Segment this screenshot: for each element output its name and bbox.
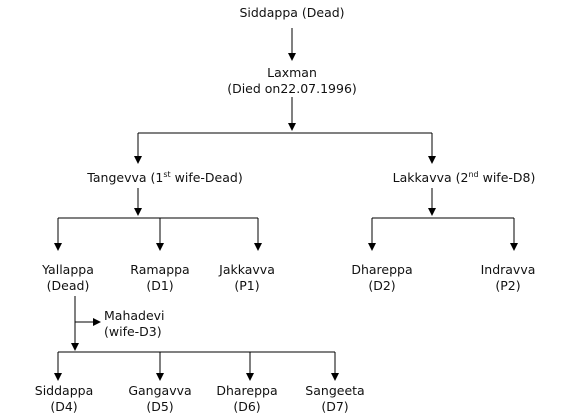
node-yallappa-note: (Dead) <box>46 278 90 293</box>
node-indravva-name: Indravva <box>480 262 536 277</box>
node-lakkavva-pre: Lakkavva (2 <box>392 170 469 185</box>
node-sangeeta: Sangeeta (D7) <box>305 383 364 415</box>
node-lakkavva: Lakkavva (2nd wife-D8) <box>393 170 536 186</box>
node-tangevva-pre: Tangevva (1 <box>87 170 164 185</box>
node-laxman: Laxman (Died on22.07.1996) <box>227 65 357 97</box>
node-tangevva-sup: st <box>163 169 171 179</box>
node-jakkavva: Jakkavva (P1) <box>219 262 275 294</box>
node-dhareppa-d6-name: Dhareppa <box>216 383 278 398</box>
node-dhareppa-d6-note: (D6) <box>233 399 261 414</box>
node-gangavva-name: Gangavva <box>128 383 192 398</box>
node-gangavva-note: (D5) <box>146 399 174 414</box>
node-mahadevi-name: Mahadevi <box>104 308 165 323</box>
node-dhareppa-d2: Dhareppa (D2) <box>351 262 412 294</box>
node-tangevva: Tangevva (1st wife-Dead) <box>87 170 242 186</box>
node-root: Siddappa (Dead) <box>239 5 344 21</box>
node-siddappa-d4-name: Siddappa <box>34 383 94 398</box>
node-ramappa: Ramappa (D1) <box>130 262 189 294</box>
node-dhareppa-d6: Dhareppa (D6) <box>216 383 277 415</box>
node-ramappa-name: Ramappa <box>130 262 190 277</box>
node-lakkavva-post: wife-D8) <box>478 170 536 185</box>
node-yallappa-name: Yallappa <box>42 262 94 277</box>
node-mahadevi-note: (wife-D3) <box>104 324 162 339</box>
node-jakkavva-name: Jakkavva <box>219 262 275 277</box>
node-siddappa-d4-note: (D4) <box>50 399 78 414</box>
node-laxman-note: (Died on22.07.1996) <box>227 81 357 96</box>
node-siddappa-d4: Siddappa (D4) <box>35 383 93 415</box>
node-mahadevi: Mahadevi (wife-D3) <box>104 308 165 340</box>
node-lakkavva-sup: nd <box>468 169 479 179</box>
node-root-name: Siddappa (Dead) <box>239 5 345 20</box>
node-gangavva: Gangavva (D5) <box>128 383 191 415</box>
node-dhareppa-d2-name: Dhareppa <box>351 262 413 277</box>
node-tangevva-post: wife-Dead) <box>170 170 243 185</box>
node-indravva: Indravva (P2) <box>481 262 536 294</box>
node-indravva-note: (P2) <box>495 278 521 293</box>
node-yallappa: Yallappa (Dead) <box>42 262 94 294</box>
node-ramappa-note: (D1) <box>146 278 174 293</box>
node-sangeeta-note: (D7) <box>321 399 349 414</box>
node-jakkavva-note: (P1) <box>234 278 260 293</box>
node-laxman-name: Laxman <box>267 65 317 80</box>
node-sangeeta-name: Sangeeta <box>305 383 365 398</box>
node-dhareppa-d2-note: (D2) <box>368 278 396 293</box>
